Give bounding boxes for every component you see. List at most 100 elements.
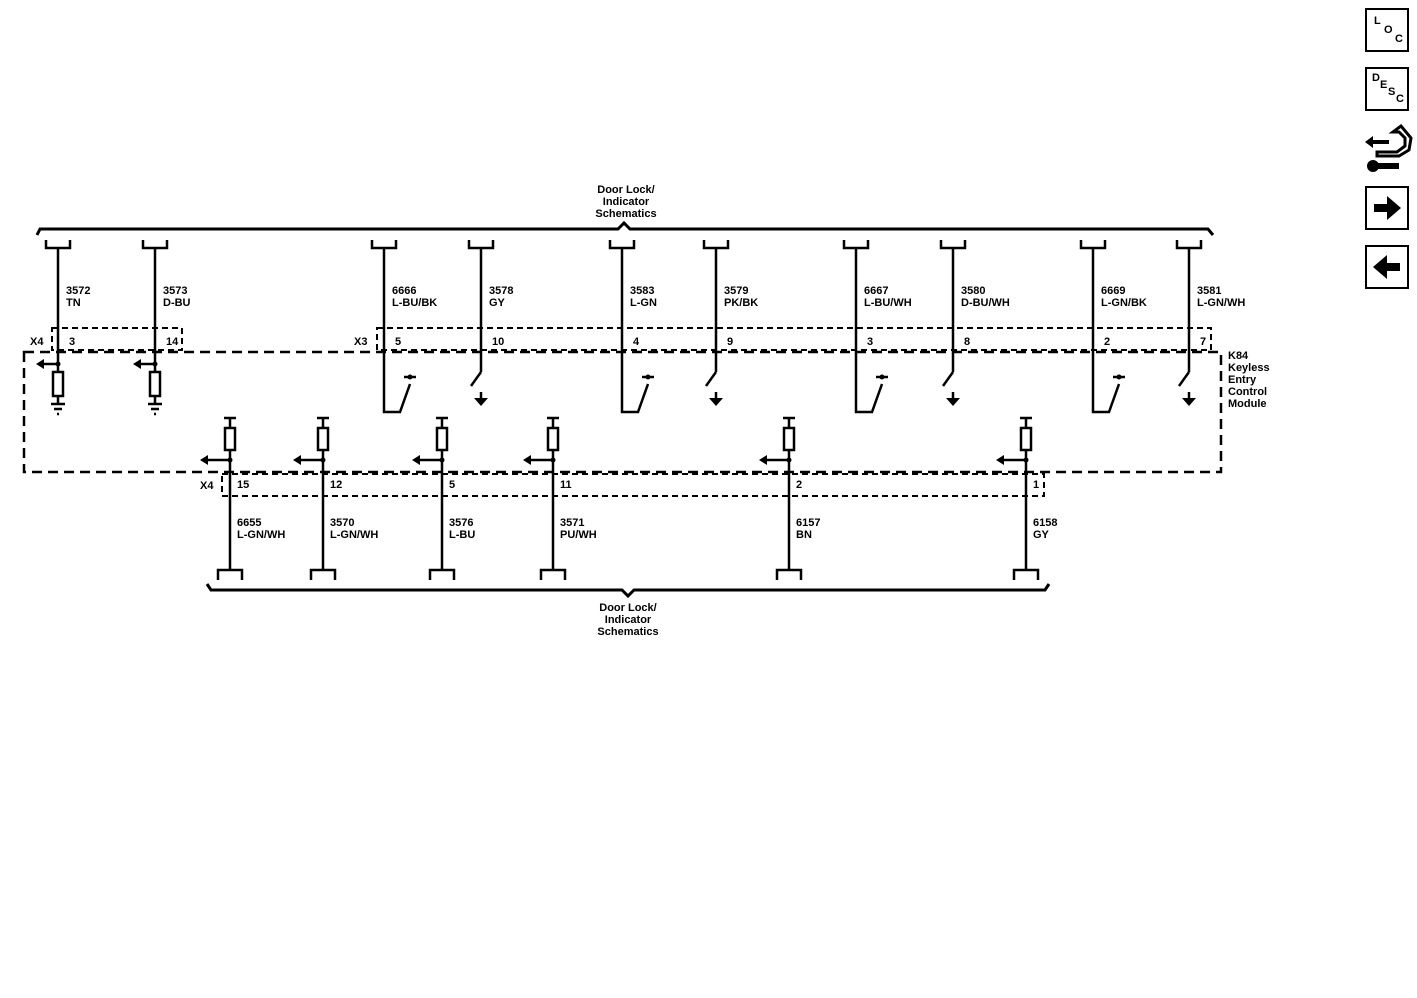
wire-color[interactable]: TN (66, 297, 81, 309)
module-label-line-3[interactable]: Entry (1228, 374, 1257, 386)
circuit-number[interactable]: 6667 (864, 285, 888, 297)
load-resistor (148, 370, 162, 398)
pin-number[interactable]: 11 (560, 479, 572, 491)
top-bus-label-line-1[interactable]: Door Lock/ (597, 184, 654, 196)
terminal-cap (608, 240, 636, 250)
load-resistor (316, 426, 330, 452)
wire-color[interactable]: L-BU/WH (864, 297, 912, 309)
location-button[interactable]: L O C (1365, 8, 1409, 52)
circuit-number[interactable]: 6666 (392, 285, 416, 297)
connector-x4-bottom-label[interactable]: X4 (200, 480, 214, 492)
wire-color[interactable]: L-GN (630, 297, 657, 309)
connector-x3-label[interactable]: X3 (354, 336, 367, 348)
wire-color[interactable]: L-GN/WH (1197, 297, 1245, 309)
wire-color[interactable]: L-GN/WH (330, 529, 378, 541)
pin-number[interactable]: 5 (449, 479, 455, 491)
wire-line (854, 248, 884, 414)
circuit-number[interactable]: 6655 (237, 517, 261, 529)
arrow-head (523, 455, 531, 465)
load-resistor (546, 426, 560, 452)
pin-number[interactable]: 8 (964, 336, 970, 348)
wire-color[interactable]: L-BU/BK (392, 297, 437, 309)
wire-color[interactable]: L-BU (449, 529, 475, 541)
pin-number[interactable]: 12 (330, 479, 342, 491)
pin-number[interactable]: 14 (166, 336, 179, 348)
circuit-number[interactable]: 6157 (796, 517, 820, 529)
desc-letter-d: D (1372, 72, 1380, 84)
bottom-bus-label-line-3[interactable]: Schematics (597, 626, 658, 638)
junction-dot (320, 457, 326, 463)
module-label-line-5[interactable]: Module (1228, 398, 1267, 410)
pin-number[interactable]: 1 (1033, 479, 1039, 491)
circuit-number[interactable]: 3571 (560, 517, 584, 529)
pin-number[interactable]: 3 (867, 336, 873, 348)
module-label-line-2[interactable]: Keyless (1228, 362, 1270, 374)
bottom-bus-label-line-1[interactable]: Door Lock/ (599, 602, 656, 614)
circuit-number[interactable]: 3578 (489, 285, 513, 297)
description-button[interactable]: D E S C (1365, 67, 1409, 111)
pin-number[interactable]: 9 (727, 336, 733, 348)
top-harness-bus (35, 220, 1215, 236)
circuit-number[interactable]: 3580 (961, 285, 985, 297)
pin-number[interactable]: 3 (69, 336, 75, 348)
wire-color[interactable]: D-BU/WH (961, 297, 1010, 309)
terminal-cap (1079, 240, 1107, 250)
wire-color[interactable]: PK/BK (724, 297, 758, 309)
circuit-number[interactable]: 3581 (1197, 285, 1221, 297)
pin-number[interactable]: 5 (395, 336, 401, 348)
pin-number[interactable]: 15 (237, 479, 249, 491)
wire-color[interactable]: D-BU (163, 297, 191, 309)
wire-color[interactable]: GY (1033, 529, 1050, 541)
circuit-number[interactable]: 3583 (630, 285, 654, 297)
terminal-cap (775, 568, 803, 580)
pin-number[interactable]: 4 (633, 336, 640, 348)
switch-blade (469, 371, 483, 387)
previous-page-button[interactable] (1365, 245, 1409, 289)
circuit-number[interactable]: 6669 (1101, 285, 1125, 297)
terminal-cap (539, 568, 567, 580)
circuit-number[interactable]: 3573 (163, 285, 187, 297)
wire-line (620, 248, 650, 414)
top-bus-label-line-2[interactable]: Indicator (603, 196, 650, 208)
module-label-line-1[interactable]: K84 (1228, 350, 1249, 362)
pin-number[interactable]: 2 (1104, 336, 1110, 348)
ground-symbol (1182, 398, 1196, 406)
terminal-cap (44, 240, 72, 250)
circuit-number[interactable]: 3579 (724, 285, 748, 297)
connector-jump-button[interactable] (1363, 123, 1413, 178)
pin-number[interactable]: 7 (1200, 336, 1206, 348)
load-resistor (51, 370, 65, 398)
wire-line (1091, 248, 1121, 414)
junction-dot (550, 457, 556, 463)
arrow-head (412, 455, 420, 465)
circuit-number[interactable]: 3576 (449, 517, 473, 529)
module-label-line-4[interactable]: Control (1228, 386, 1267, 398)
wire-color[interactable]: PU/WH (560, 529, 597, 541)
connector-x3-box (376, 327, 1212, 351)
wire-color[interactable]: GY (489, 297, 506, 309)
wire-color[interactable]: BN (796, 529, 812, 541)
connector-x4-top-label[interactable]: X4 (30, 336, 44, 348)
next-page-button[interactable] (1365, 186, 1409, 230)
terminal-cap (1175, 240, 1203, 250)
circuit-number[interactable]: 6158 (1033, 517, 1057, 529)
loc-letter-o: O (1384, 24, 1393, 36)
wire-color[interactable]: L-GN/WH (237, 529, 285, 541)
top-bus-label-line-3[interactable]: Schematics (595, 208, 656, 220)
circuit-number[interactable]: 3570 (330, 517, 354, 529)
circuit-number[interactable]: 3572 (66, 285, 90, 297)
pin-number[interactable]: 10 (492, 336, 504, 348)
bottom-bus-label-line-2[interactable]: Indicator (605, 614, 652, 626)
load-resistor (223, 426, 237, 452)
pin-number[interactable]: 2 (796, 479, 802, 491)
wire-color[interactable]: L-GN/BK (1101, 297, 1147, 309)
bottom-harness-bus (205, 583, 1051, 599)
